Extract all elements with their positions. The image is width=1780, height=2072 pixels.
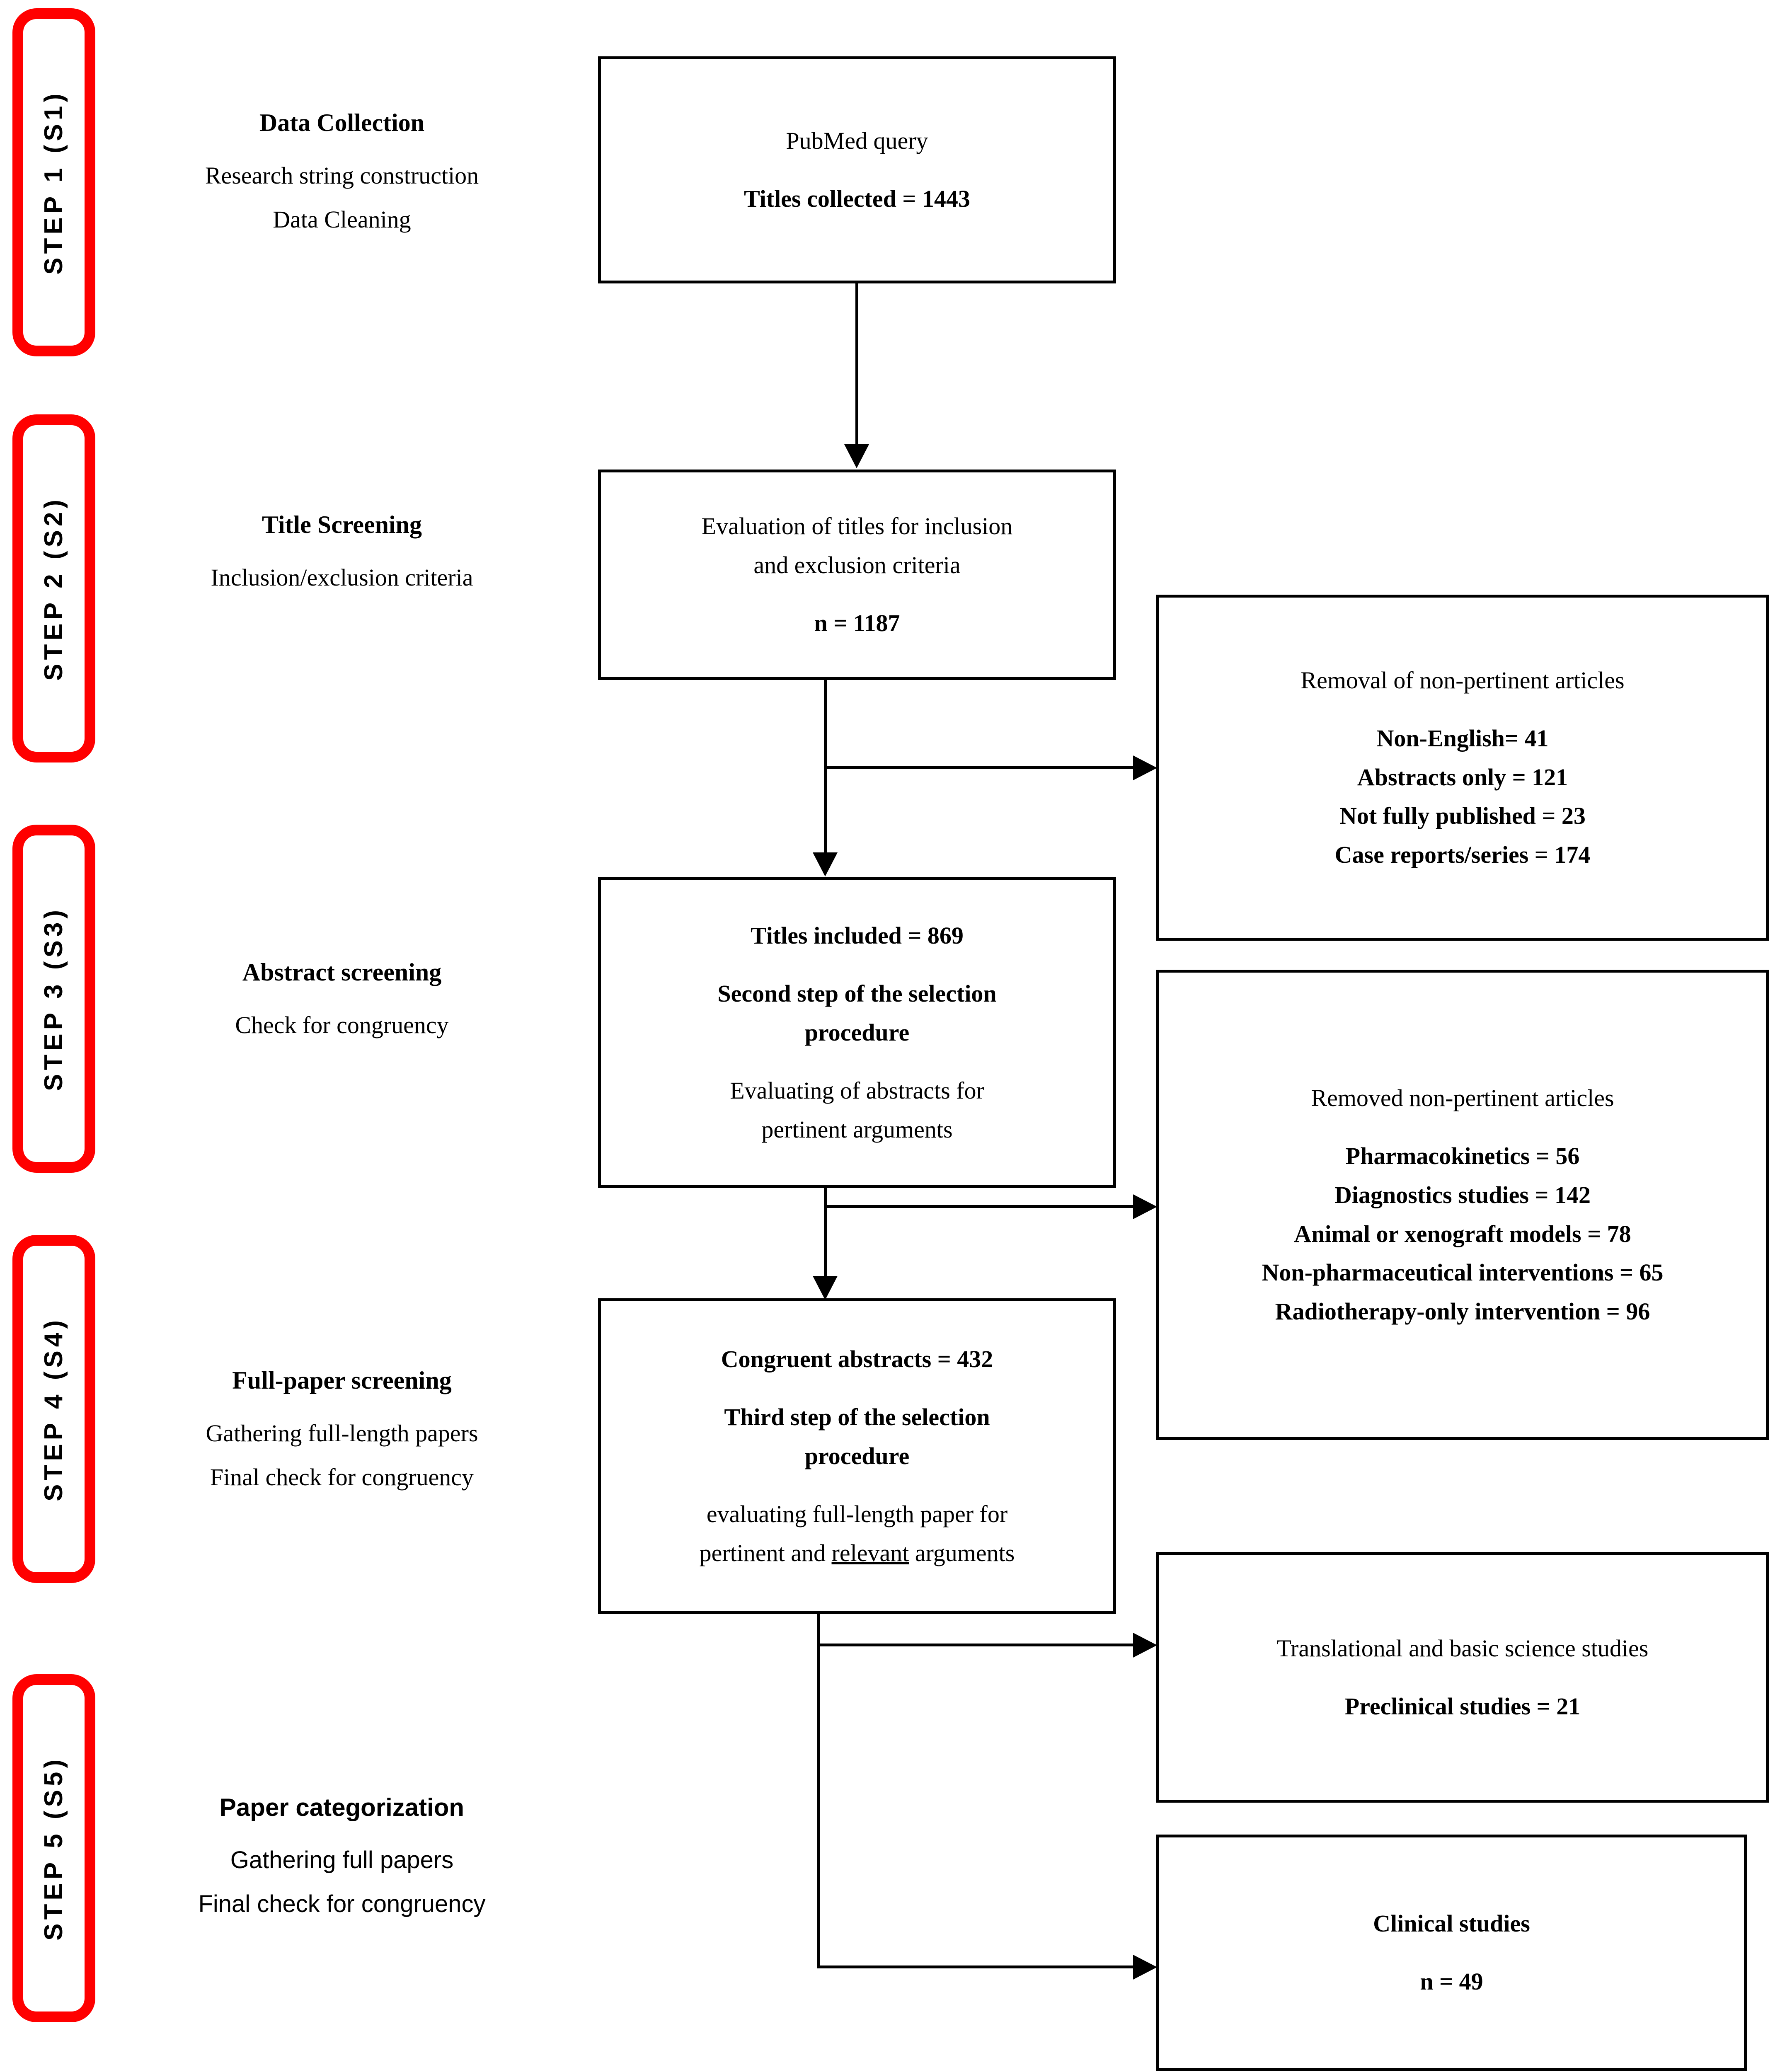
exclusion-titles-item-3: Case reports/series = 174 [1334, 841, 1591, 869]
connector-box1-box2 [855, 283, 858, 446]
third-step-line-2: procedure [804, 1443, 910, 1470]
step-line-s4-1: Final check for congruency [210, 1463, 474, 1491]
abstract-eval-line-2: pertinent arguments [761, 1116, 953, 1143]
congruent-abstracts-count: Congruent abstracts = 432 [721, 1346, 993, 1373]
step-line-s5-1: Final check for congruency [198, 1890, 486, 1917]
exclusion-abstracts-item-4: Radiotherapy-only intervention = 96 [1275, 1298, 1650, 1325]
step-description-s3: Abstract screening Check for congruency [120, 951, 564, 1048]
step-line-s1-0: Research string construction [205, 162, 479, 189]
abstract-eval-line-1: Evaluating of abstracts for [730, 1077, 984, 1104]
exclusion-abstracts-heading: Removed non-pertinent articles [1311, 1084, 1614, 1111]
arrow-to-preclinical [1133, 1633, 1157, 1658]
preclinical-count: Preclinical studies = 21 [1344, 1692, 1581, 1720]
connector-box3-box4 [824, 1188, 827, 1278]
clinical-studies-title: Clinical studies [1373, 1910, 1530, 1937]
branch-box4-to-preclinical [817, 1644, 1134, 1646]
branch-box2-to-exclusion1 [824, 766, 1134, 769]
fullpaper-eval-line-2: pertinent and relevant arguments [699, 1539, 1015, 1566]
step-title-s5: Paper categorization [219, 1794, 465, 1821]
exclusion-abstracts-item-3: Non-pharmaceutical interventions = 65 [1262, 1259, 1664, 1286]
exclusion-abstracts-item-0: Pharmacokinetics = 56 [1345, 1142, 1580, 1169]
step-badge-s4: STEP 4 (S4) [12, 1235, 95, 1583]
second-step-line-2: procedure [804, 1019, 910, 1046]
step-description-s1: Data Collection Research string construc… [120, 102, 564, 243]
exclusion-abstracts-item-1: Diagnostics studies = 142 [1334, 1181, 1591, 1208]
arrow-to-exclusion1 [1133, 755, 1157, 780]
step-badge-s5-label: STEP 5 (S5) [39, 1756, 68, 1941]
exclusion-abstracts-item-2: Animal or xenograft models = 78 [1294, 1220, 1631, 1247]
step-badge-s3: STEP 3 (S3) [12, 825, 95, 1173]
pubmed-query-box: PubMed query Titles collected = 1443 [598, 56, 1116, 283]
arrow-box1-box2 [844, 444, 869, 468]
step-line-s5-0: Gathering full papers [230, 1847, 454, 1874]
branch-box4-to-clinical [817, 1965, 1134, 1968]
step-badge-s4-label: STEP 4 (S4) [39, 1317, 68, 1501]
step-line-s1-1: Data Cleaning [273, 206, 411, 233]
third-step-line-1: Third step of the selection [724, 1404, 990, 1431]
title-eval-count: n = 1187 [814, 609, 900, 637]
arrow-box2-box3 [813, 852, 838, 876]
preclinical-heading: Translational and basic science studies [1276, 1634, 1649, 1662]
underlined-word: relevant [831, 1539, 909, 1566]
step-line-s3-0: Check for congruency [235, 1012, 449, 1039]
title-eval-line-1: Evaluation of titles for inclusion [701, 513, 1013, 540]
step-badge-s5: STEP 5 (S5) [12, 1674, 95, 2022]
arrow-to-clinical [1133, 1955, 1157, 1980]
preclinical-studies-box: Translational and basic science studies … [1156, 1552, 1769, 1803]
clinical-studies-count: n = 49 [1420, 1968, 1483, 1995]
step-badge-s3-label: STEP 3 (S3) [39, 906, 68, 1091]
exclusion-titles-item-1: Abstracts only = 121 [1357, 763, 1568, 791]
step-title-s1: Data Collection [259, 109, 425, 136]
exclusion-titles-item-0: Non-English= 41 [1376, 724, 1549, 752]
exclusion-box-titles: Removal of non-pertinent articles Non-En… [1156, 595, 1769, 941]
step-badge-s2-label: STEP 2 (S2) [39, 496, 68, 681]
exclusion-titles-item-2: Not fully published = 23 [1339, 802, 1586, 830]
step-line-s2-0: Inclusion/exclusion criteria [211, 564, 473, 591]
second-step-line-1: Second step of the selection [717, 980, 997, 1007]
connector-box4-outputs [817, 1614, 820, 1968]
step-line-s4-0: Gathering full-length papers [206, 1420, 478, 1447]
title-evaluation-box: Evaluation of titles for inclusion and e… [598, 470, 1116, 680]
branch-box3-to-exclusion2 [824, 1205, 1134, 1208]
step-title-s2: Title Screening [262, 511, 422, 538]
exclusion-box-abstracts: Removed non-pertinent articles Pharmacok… [1156, 970, 1769, 1440]
exclusion-titles-heading: Removal of non-pertinent articles [1300, 666, 1625, 694]
step-badge-s1-label: STEP 1 (S1) [39, 90, 68, 275]
abstract-screening-box: Titles included = 869 Second step of the… [598, 877, 1116, 1188]
arrow-to-exclusion2 [1133, 1194, 1157, 1219]
step-description-s5: Paper categorization Gathering full pape… [120, 1786, 564, 1927]
step-title-s3: Abstract screening [242, 959, 442, 986]
clinical-studies-box: Clinical studies n = 49 [1156, 1835, 1747, 2071]
step-badge-s2: STEP 2 (S2) [12, 414, 95, 762]
title-eval-line-2: and exclusion criteria [753, 552, 961, 579]
titles-collected-line: Titles collected = 1443 [744, 185, 970, 212]
fullpaper-eval-line-1: evaluating full-length paper for [706, 1500, 1008, 1527]
pubmed-query-line: PubMed query [786, 127, 928, 155]
titles-included-count: Titles included = 869 [751, 922, 964, 949]
full-paper-screening-box: Congruent abstracts = 432 Third step of … [598, 1298, 1116, 1614]
arrow-box3-box4 [813, 1276, 838, 1300]
step-title-s4: Full-paper screening [232, 1367, 452, 1394]
step-description-s4: Full-paper screening Gathering full-leng… [120, 1359, 564, 1501]
step-description-s2: Title Screening Inclusion/exclusion crit… [120, 503, 564, 601]
step-badge-s1: STEP 1 (S1) [12, 8, 95, 356]
